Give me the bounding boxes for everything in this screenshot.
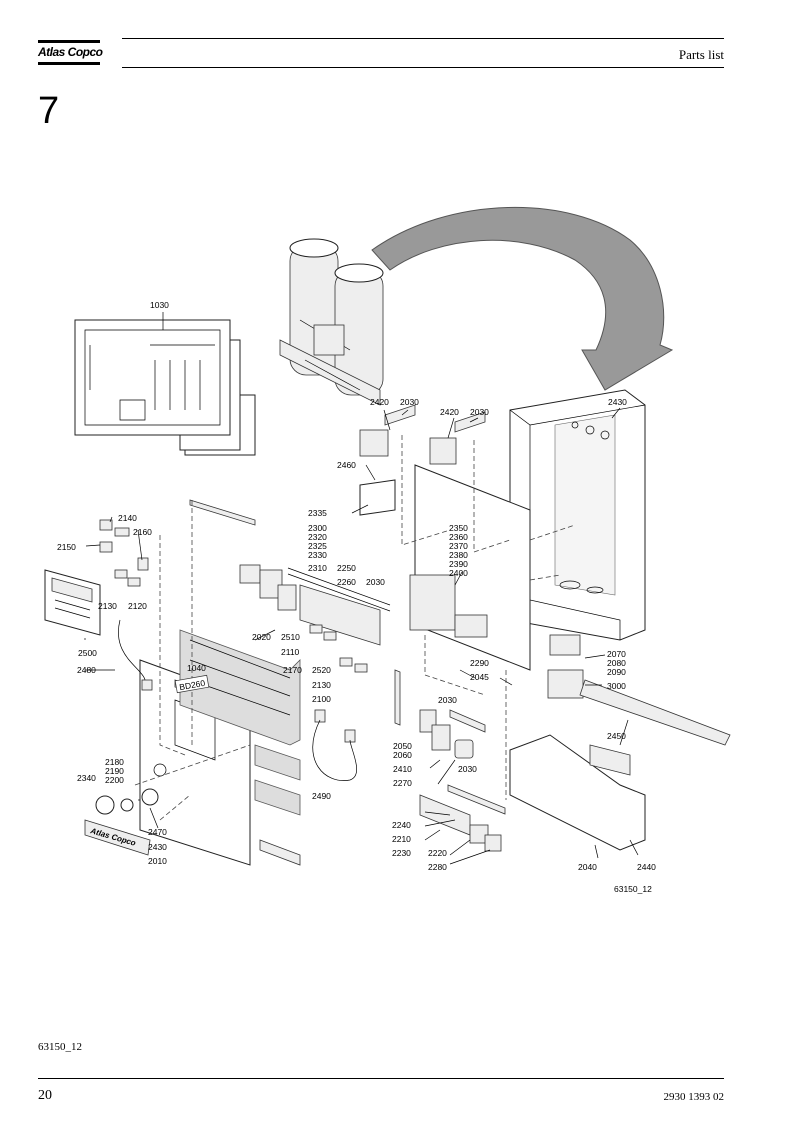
logo-text: Atlas Copco <box>38 45 103 59</box>
callout-2480: 2480 <box>77 665 96 675</box>
callout-2300: 2300 <box>308 523 327 533</box>
callout-2440: 2440 <box>637 862 656 872</box>
callout-2250: 2250 <box>337 563 356 573</box>
callout-2430: 2430 <box>148 842 167 852</box>
callout-2340: 2340 <box>77 773 96 783</box>
callout-1030: 1030 <box>150 300 169 310</box>
callout-2270: 2270 <box>393 778 412 788</box>
callout-2450: 2450 <box>607 731 626 741</box>
footer-rule <box>38 1078 724 1079</box>
header-bottom-rule <box>122 67 724 68</box>
callout-2010: 2010 <box>148 856 167 866</box>
document-number: 2930 1393 02 <box>663 1091 725 1103</box>
callout-2170: 2170 <box>283 665 302 675</box>
callout-2360: 2360 <box>449 532 468 542</box>
callout-2240: 2240 <box>392 820 411 830</box>
callout-1040: 1040 <box>187 663 206 673</box>
callout-2150: 2150 <box>57 542 76 552</box>
assembly-lines <box>134 435 576 821</box>
callout-2260: 2260 <box>337 577 356 587</box>
callout-2420: 2420 <box>370 397 389 407</box>
callout-2510: 2510 <box>281 632 300 642</box>
exploded-parts-drawing: 1030 2420 2030 2420 2030 2430 2460 2335 … <box>44 207 731 894</box>
callout-2210: 2210 <box>392 834 411 844</box>
callout-2030: 2030 <box>470 407 489 417</box>
panel-plate-box <box>174 674 210 694</box>
callout-2420: 2420 <box>440 407 459 417</box>
callout-2310: 2310 <box>308 563 327 573</box>
callout-2230: 2230 <box>392 848 411 858</box>
logo-top-bar <box>38 40 100 43</box>
callout-2140: 2140 <box>118 513 137 523</box>
enclosure-box <box>509 389 646 641</box>
callout-2370: 2370 <box>449 541 468 551</box>
callout-2160: 2160 <box>133 527 152 537</box>
callout-2330: 2330 <box>308 550 327 560</box>
callout-2090: 2090 <box>607 667 626 677</box>
callout-2410: 2410 <box>393 764 412 774</box>
page-number: 20 <box>38 1088 52 1103</box>
callout-leaders <box>84 312 639 865</box>
callout-2520: 2520 <box>312 665 331 675</box>
callout-2030: 2030 <box>438 695 457 705</box>
callout-2220: 2220 <box>428 848 447 858</box>
callout-2400: 2400 <box>449 568 468 578</box>
callout-2030: 2030 <box>458 764 477 774</box>
callout-2320: 2320 <box>308 532 327 542</box>
panel-plate-text: BD260 <box>179 678 207 692</box>
atlas-copco-logo: Atlas Copco <box>38 40 103 66</box>
callout-2070: 2070 <box>607 649 626 659</box>
callout-2120: 2120 <box>128 601 147 611</box>
callout-2080: 2080 <box>607 658 626 668</box>
callout-2020: 2020 <box>252 632 271 642</box>
callout-2335: 2335 <box>308 508 327 518</box>
callout-2060: 2060 <box>393 750 412 760</box>
callout-2490: 2490 <box>312 791 331 801</box>
callout-2180: 2180 <box>105 757 124 767</box>
callout-2030: 2030 <box>366 577 385 587</box>
figure-image-label: 63150_12 <box>614 884 652 894</box>
callout-2350: 2350 <box>449 523 468 533</box>
header-title: Parts list <box>678 47 724 62</box>
figure-reference: 63150_12 <box>38 1041 82 1053</box>
cable-ducts <box>179 629 301 866</box>
header-top-rule <box>122 38 724 39</box>
section-number: 7 <box>38 90 60 132</box>
callout-2430: 2430 <box>608 397 627 407</box>
callout-2290: 2290 <box>470 658 489 668</box>
callout-2390: 2390 <box>449 559 468 569</box>
circuit-diagram-sheets <box>74 319 256 456</box>
dryer-unit-illustration <box>279 238 384 406</box>
callout-2280: 2280 <box>428 862 447 872</box>
callout-2130: 2130 <box>312 680 331 690</box>
callout-2190: 2190 <box>105 766 124 776</box>
curved-arrow <box>371 207 674 391</box>
callout-2470: 2470 <box>148 827 167 837</box>
callout-2200: 2200 <box>105 775 124 785</box>
callout-2040: 2040 <box>578 862 597 872</box>
callout-2110: 2110 <box>281 647 300 657</box>
components <box>84 404 731 856</box>
callout-2460: 2460 <box>337 460 356 470</box>
callout-2325: 2325 <box>308 541 327 551</box>
callout-2100: 2100 <box>312 694 331 704</box>
logo-bottom-bar <box>38 62 100 65</box>
callout-2380: 2380 <box>449 550 468 560</box>
callout-3000: 3000 <box>607 681 626 691</box>
callouts: 1030 2420 2030 2420 2030 2430 2460 2335 … <box>57 300 656 894</box>
controller-display <box>44 569 101 636</box>
callout-2130: 2130 <box>98 601 117 611</box>
callout-2030: 2030 <box>400 397 419 407</box>
callout-2500: 2500 <box>78 648 97 658</box>
callout-2050: 2050 <box>393 741 412 751</box>
callout-2045: 2045 <box>470 672 489 682</box>
